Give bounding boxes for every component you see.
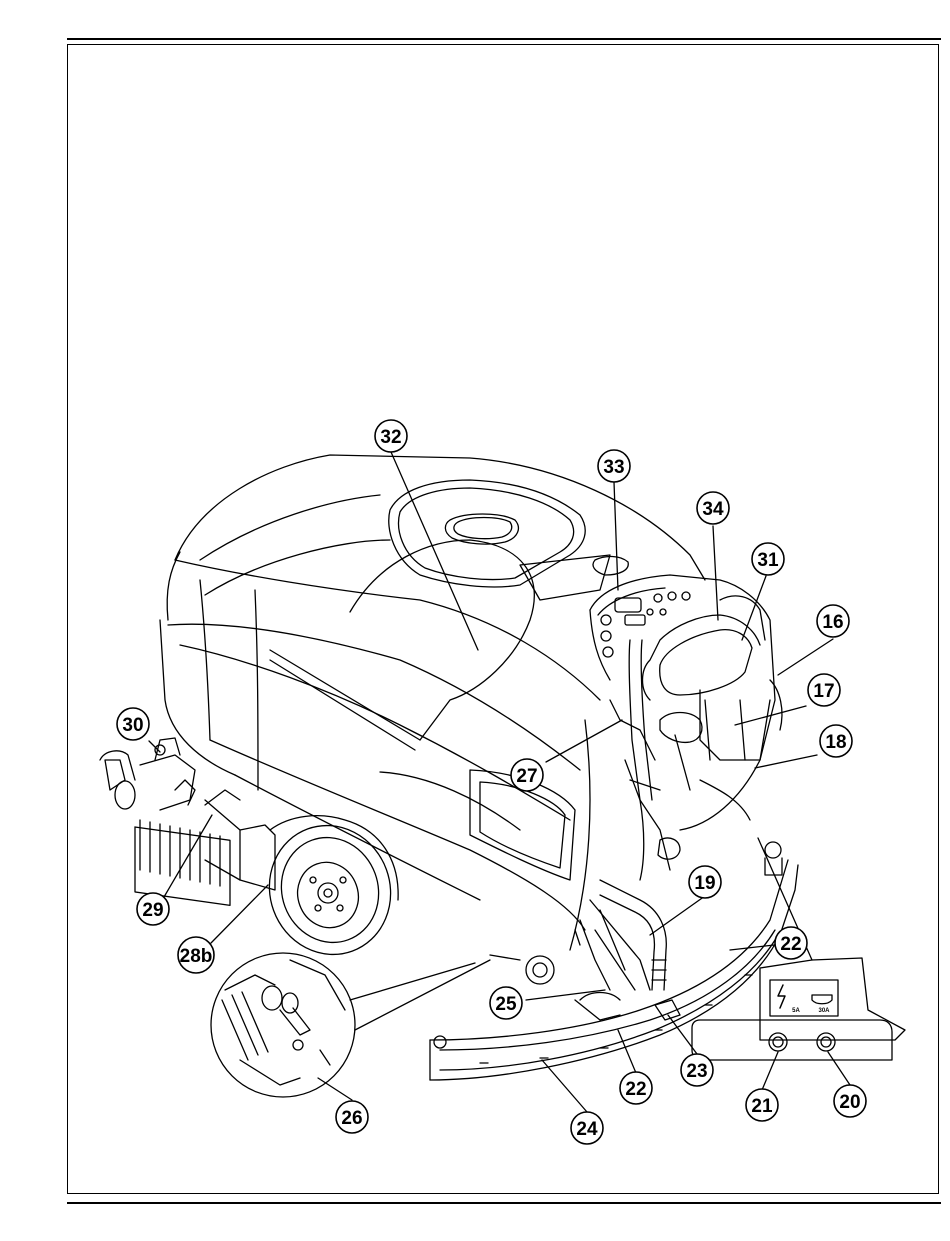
vacuum-hose xyxy=(600,800,666,990)
brush-deck xyxy=(490,900,650,990)
rear-mechanics xyxy=(610,680,782,870)
callout-29: 29 xyxy=(137,893,169,925)
callout-label: 23 xyxy=(686,1061,707,1082)
callout-label: 19 xyxy=(694,873,715,894)
callout-label: 24 xyxy=(576,1119,598,1140)
callout-label: 32 xyxy=(380,427,401,448)
callout-label: 27 xyxy=(516,766,537,787)
callout-label: 22 xyxy=(625,1079,646,1100)
callout-22b: 22 xyxy=(620,1072,652,1104)
callout-21: 21 xyxy=(746,1089,778,1121)
callout-label: 33 xyxy=(603,457,624,478)
side-broom xyxy=(100,738,275,905)
callout-24: 24 xyxy=(571,1112,603,1144)
callout-31: 31 xyxy=(752,543,784,575)
callout-26: 26 xyxy=(336,1101,368,1133)
control-console xyxy=(590,575,775,830)
top-lid xyxy=(389,480,629,600)
squeegee-assembly xyxy=(430,842,798,1080)
callout-label: 21 xyxy=(751,1096,773,1117)
callout-label: 30 xyxy=(122,715,143,736)
callout-16: 16 xyxy=(817,605,849,637)
callout-27: 27 xyxy=(511,759,543,791)
callout-label: 17 xyxy=(813,681,834,702)
callout-label: 16 xyxy=(822,612,843,633)
recovery-tank-body xyxy=(160,455,705,950)
callout-17: 17 xyxy=(808,674,840,706)
callout-25: 25 xyxy=(490,987,522,1019)
callout-label: 26 xyxy=(341,1108,362,1129)
callout-label: 31 xyxy=(757,550,779,571)
callout-20: 20 xyxy=(834,1085,866,1117)
callout-33: 33 xyxy=(598,450,630,482)
callout-28b: 28b xyxy=(178,937,214,973)
callout-layer: 32 33 34 31 16 17 18 27 30 29 28b 19 22 22 25 23 24 26 21 2… xyxy=(117,420,866,1144)
steering-handle xyxy=(629,596,770,800)
callout-label: 29 xyxy=(142,900,163,921)
callout-label: 20 xyxy=(839,1092,860,1113)
detail-inset xyxy=(211,953,490,1097)
callout-label: 25 xyxy=(495,994,517,1015)
panel-label-right: 30A xyxy=(818,1008,830,1014)
callout-23: 23 xyxy=(681,1054,713,1086)
panel-label-left: 5A xyxy=(792,1008,800,1014)
callout-label: 22 xyxy=(780,934,801,955)
callout-34: 34 xyxy=(697,492,729,524)
callout-19: 19 xyxy=(689,866,721,898)
callout-30: 30 xyxy=(117,708,149,740)
callout-label: 34 xyxy=(702,499,724,520)
callout-label: 18 xyxy=(825,732,846,753)
callout-22a: 22 xyxy=(775,927,807,959)
callout-label: 28b xyxy=(180,946,213,967)
callout-32: 32 xyxy=(375,420,407,452)
callout-18: 18 xyxy=(820,725,852,757)
